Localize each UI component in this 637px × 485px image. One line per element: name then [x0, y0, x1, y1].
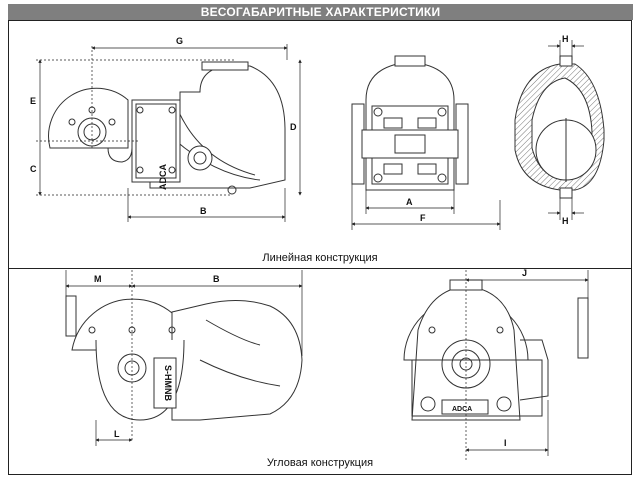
dim-A: A — [406, 197, 413, 207]
angular-dimensions — [65, 270, 303, 446]
dim-E: E — [30, 96, 36, 106]
linear-dimensions — [36, 44, 302, 222]
model-label-top: ADCA — [158, 164, 168, 190]
dim-I: I — [504, 438, 507, 448]
angular-front-dimensions — [465, 270, 589, 460]
dim-H-top: H — [562, 34, 569, 44]
dim-H-bottom: H — [562, 216, 569, 226]
dim-D: D — [290, 122, 297, 132]
angular-front-view — [403, 279, 589, 421]
section-view — [514, 55, 605, 199]
caption-linear: Линейная конструкция — [262, 252, 378, 264]
diagram-frame — [8, 20, 632, 475]
dim-B2: B — [213, 274, 220, 284]
linear-side-view — [48, 61, 286, 195]
dim-F: F — [420, 213, 426, 223]
section-dimensions — [548, 40, 584, 220]
dim-C: C — [30, 164, 37, 174]
dim-B: B — [200, 206, 207, 216]
brand-plate-label: ADCA — [452, 406, 472, 413]
dim-G: G — [176, 36, 183, 46]
caption-angular: Угловая конструкция — [266, 457, 374, 469]
section-divider — [8, 268, 632, 269]
model-label-side: S-HMNB — [163, 365, 173, 401]
angular-side-view — [65, 295, 303, 421]
linear-front-view — [351, 55, 469, 191]
dim-L: L — [114, 429, 120, 439]
front-dimensions — [351, 184, 501, 230]
dim-M: M — [94, 274, 102, 284]
section-header: ВЕСОГАБАРИТНЫЕ ХАРАКТЕРИСТИКИ — [8, 4, 633, 20]
dim-J: J — [522, 268, 527, 278]
